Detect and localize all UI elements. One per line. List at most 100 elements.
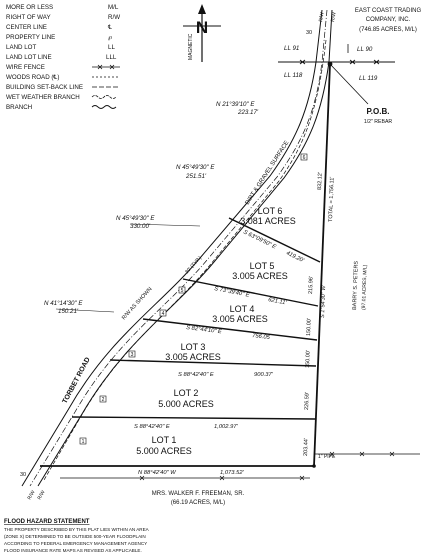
- lot-distance: 1,073.52': [220, 470, 245, 476]
- lot-name: LOT 1: [152, 435, 177, 445]
- segment-distance: 223.17': [237, 109, 259, 116]
- northeast-owner: EAST COAST TRADING COMPANY, INC. (746.85…: [355, 8, 422, 33]
- pob: P.O.B. 1/2" REBAR: [327, 61, 393, 125]
- pob-note: 1/2" REBAR: [364, 119, 393, 125]
- lot-area: 5.000 ACRES: [158, 399, 214, 409]
- segment-distance: 330.00': [130, 223, 151, 230]
- segment-bearing: N 41°14'30" E: [44, 300, 83, 307]
- road-surface: DIRT & GRAVEL SURFACE: [245, 140, 291, 206]
- legend-label: BUILDING SET-BACK LINE: [6, 84, 83, 91]
- road-west-row: [21, 9, 323, 487]
- lot3-south-line: [109, 359, 317, 367]
- segment-distance: 150.21': [58, 308, 79, 315]
- lot-area: 3.005 ACRES: [232, 271, 288, 281]
- lot-area: 5.000 ACRES: [136, 446, 192, 456]
- land-lot-label: LL 118: [284, 72, 303, 79]
- lot-distance: 900.37': [254, 372, 274, 378]
- marker-number: 5: [181, 288, 184, 294]
- legend-label: RIGHT OF WAY: [6, 14, 51, 21]
- road-typ-note: 30' (TYP.): [184, 255, 203, 275]
- legend-symbol: M/L: [108, 4, 119, 11]
- wire-fence-symbol: [92, 64, 120, 70]
- road-row-label: R/W: [318, 11, 326, 22]
- lot-side: 150.00': [305, 350, 312, 368]
- flood-statement: FLOOD HAZARD STATEMENT THE PROPERTY DESC…: [4, 519, 150, 553]
- segment-distance: 251.51': [185, 173, 207, 180]
- land-lot-label: LL 119: [359, 75, 378, 82]
- marker-box: [159, 309, 167, 317]
- flood-line: (ZONE X) DETERMINED TO BE OUTSIDE 500-YE…: [4, 534, 146, 539]
- north-arrow-label: MAGNETIC: [188, 33, 194, 60]
- lot4-south-line: [142, 318, 318, 341]
- east-owner-name: BARRY S. PETERS: [352, 261, 360, 311]
- pipe-icon: [312, 464, 316, 468]
- lot-name: LOT 5: [250, 261, 275, 271]
- south-owner: MRS. WALKER F. FREEMAN, SR. (66.19 ACRES…: [152, 491, 245, 506]
- land-lot-label: LL 90: [357, 46, 373, 53]
- road-row-label: R/W: [330, 11, 338, 22]
- owner-line: MRS. WALKER F. FREEMAN, SR.: [152, 491, 245, 497]
- segment-bearing: N 45°49'30" E: [116, 215, 155, 222]
- land-lot-label: LL 91: [284, 45, 299, 52]
- segment-bearing: N 45°49'30" E: [176, 164, 215, 171]
- road-name: TORBET ROAD: [62, 356, 92, 405]
- north-letter: N: [196, 18, 208, 37]
- marker-number: 1: [82, 439, 85, 445]
- lot6-south-line: [228, 217, 321, 263]
- north-arrow: N MAGNETIC: [183, 4, 221, 62]
- legend-label: PROPERTY LINE: [6, 34, 55, 41]
- legend-symbol: ℄: [107, 24, 112, 31]
- flood-line: THE PROPERTY DESCRIBED BY THIS PLAT LIES…: [4, 527, 150, 532]
- lot-area: 3.081 ACRES: [240, 216, 296, 226]
- marker-box: [300, 153, 308, 161]
- flood-title: FLOOD HAZARD STATEMENT: [4, 519, 90, 525]
- lot-distance: 621.11': [268, 297, 288, 307]
- flood-line: ACCORDING TO FEDERAL EMERGENCY MANAGEMEN…: [4, 541, 147, 546]
- marker-box: [79, 437, 87, 445]
- lot-side: 226.59': [304, 392, 311, 410]
- east-owner-area: (97.01 ACRES, M/L): [361, 264, 369, 310]
- lot-labels: LOT 6 3.081 ACRES S 63°09'50" E 419.20' …: [134, 172, 324, 476]
- marker-number: 6: [303, 155, 306, 161]
- east-boundary: [313, 63, 331, 467]
- lot-name: LOT 3: [181, 342, 206, 352]
- lot-name: LOT 4: [230, 304, 255, 314]
- lot-side: 150.00': [306, 318, 313, 336]
- torbet-road: [21, 9, 333, 487]
- lot-name: LOT 2: [174, 388, 199, 398]
- legend-symbol: R/W: [108, 14, 120, 21]
- lot-bearing: S 88°42'40" E: [134, 424, 170, 430]
- marker-box: [178, 286, 186, 294]
- lot-side: 832.12': [317, 172, 324, 190]
- road-row-label: R/W: [37, 489, 47, 501]
- setback-lines: [43, 39, 327, 481]
- wire-fence: [60, 451, 420, 481]
- road-width-label: 30: [20, 472, 26, 478]
- lot-side: 203.44': [303, 438, 310, 456]
- pob-label: P.O.B.: [367, 107, 390, 116]
- lot-area: 3.005 ACRES: [212, 314, 268, 324]
- segment-leaders: [55, 223, 201, 313]
- lot-distance: 756.05: [252, 333, 271, 341]
- legend-label: MORE OR LESS: [6, 4, 53, 11]
- legend-label: LAND LOT: [6, 44, 36, 51]
- pipe-marker: 1" PIPE: [312, 454, 336, 468]
- land-lot-labels: LL 91 LL 90 LL 118 LL 119: [284, 45, 378, 82]
- land-lot-lines: [278, 59, 395, 65]
- marker-number: 3: [131, 352, 134, 358]
- legend-symbol: LLL: [106, 54, 117, 61]
- lot-lines: [40, 39, 420, 481]
- legend-label: WET WEATHER BRANCH: [6, 94, 80, 101]
- legend: MORE OR LESS M/L RIGHT OF WAY R/W CENTER…: [6, 4, 120, 111]
- lot-bearing: S 73°39'40" E: [214, 286, 250, 299]
- legend-label: WIRE FENCE: [6, 64, 45, 71]
- road-row-label: R/W: [27, 489, 37, 501]
- road-centerline: [29, 9, 328, 487]
- legend-label: WOODS ROAD (℄): [6, 74, 59, 81]
- owner-line: EAST COAST TRADING: [355, 8, 422, 14]
- pipe-label: 1" PIPE: [318, 454, 336, 460]
- flood-line: FLOOD INSURANCE RATE MAPS AS REVISED AS …: [4, 548, 142, 553]
- lot2-south-line: [71, 416, 316, 420]
- lot-name: LOT 6: [258, 206, 283, 216]
- legend-symbol: LL: [108, 44, 115, 51]
